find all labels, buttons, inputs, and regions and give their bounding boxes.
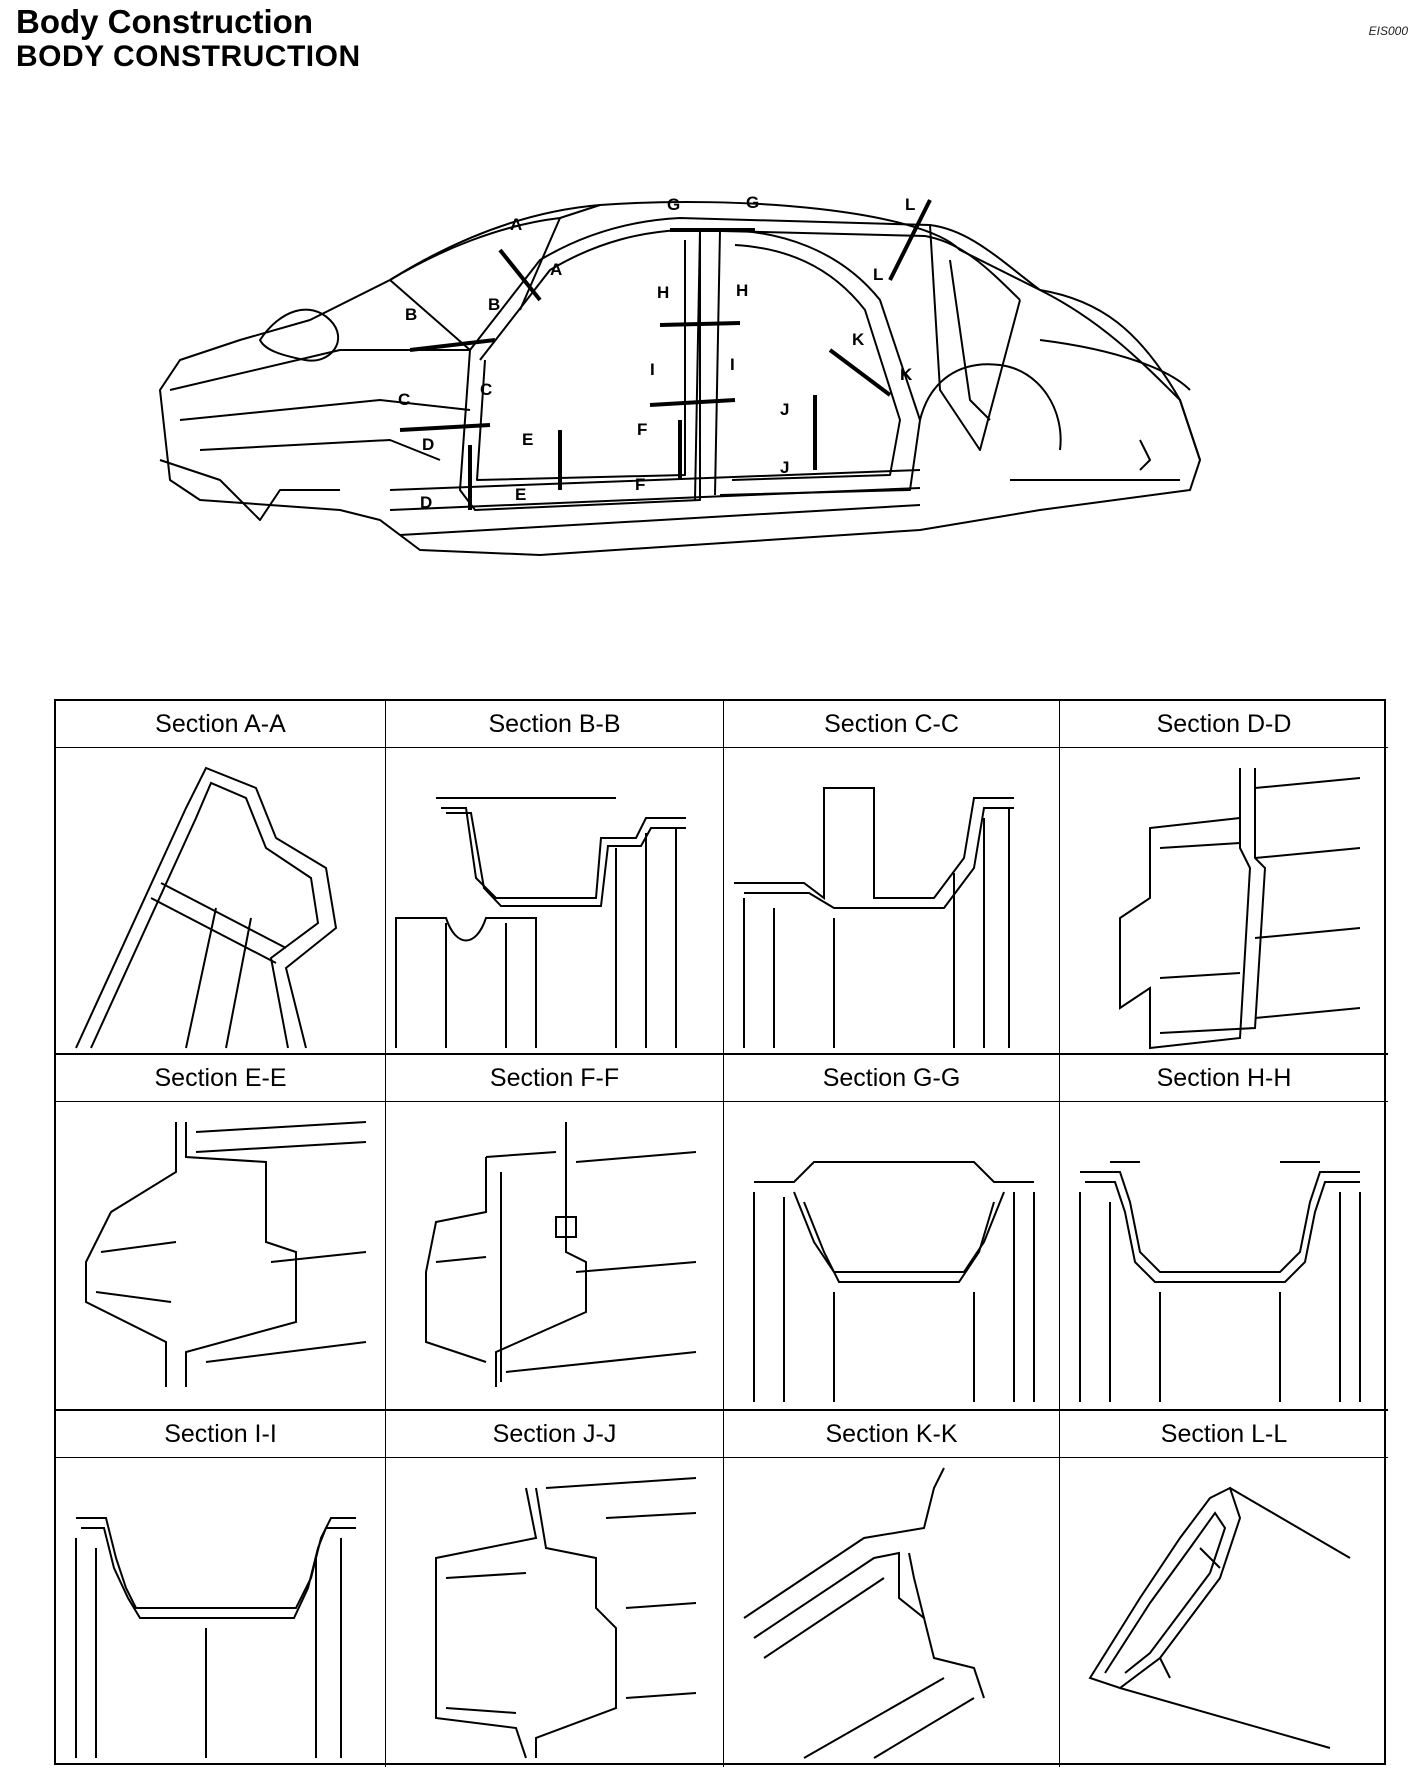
section-cell-f: Section F-F — [386, 1055, 724, 1411]
section-label-i: Section I-I — [56, 1411, 385, 1458]
section-cell-i: Section I-I — [56, 1411, 386, 1767]
section-drawing-f — [425, 1122, 697, 1387]
section-drawing-d — [1119, 768, 1361, 1050]
car-body-diagram: A A B B C C D D E E F F G G H H I I J J … — [159, 193, 1201, 556]
section-drawing-g — [753, 1161, 1035, 1402]
callout-c-2: C — [480, 380, 492, 399]
section-label-a: Section A-A — [56, 701, 385, 748]
callout-i-2: I — [730, 355, 735, 374]
section-drawing-e — [85, 1121, 367, 1387]
callout-b-2: B — [488, 295, 500, 314]
section-label-f: Section F-F — [386, 1055, 723, 1102]
section-cell-a: Section A-A — [56, 701, 386, 1055]
section-drawing-k — [743, 1467, 985, 1759]
section-label-c: Section C-C — [724, 701, 1059, 748]
section-drawing-h — [1079, 1161, 1361, 1402]
section-cell-e: Section E-E — [56, 1055, 386, 1411]
section-label-g: Section G-G — [724, 1055, 1059, 1102]
callout-k-1: K — [852, 330, 865, 349]
callout-g-2: G — [746, 193, 759, 212]
section-drawing-c — [734, 787, 1014, 1048]
callout-j-1: J — [780, 400, 789, 419]
callout-h-2: H — [736, 281, 748, 300]
section-label-k: Section K-K — [724, 1411, 1059, 1458]
callout-c-1: C — [398, 390, 410, 409]
callout-a-1: A — [510, 215, 522, 234]
section-drawing-j — [435, 1477, 697, 1759]
section-cell-j: Section J-J — [386, 1411, 724, 1767]
callout-l-2: L — [873, 265, 883, 284]
section-drawing-b — [395, 797, 686, 1048]
section-label-e: Section E-E — [56, 1055, 385, 1102]
section-label-b: Section B-B — [386, 701, 723, 748]
callout-k-2: K — [900, 365, 913, 384]
sections-grid: Section A-A Section B-B Section C-C — [54, 699, 1388, 1767]
section-cell-b: Section B-B — [386, 701, 724, 1055]
callout-l-1: L — [905, 195, 915, 214]
page-title: Body Construction — [16, 3, 313, 40]
section-cell-l: Section L-L — [1060, 1411, 1388, 1767]
section-label-h: Section H-H — [1060, 1055, 1388, 1102]
callout-h-1: H — [657, 283, 669, 302]
callout-a-2: A — [550, 260, 562, 279]
callout-f-1: F — [637, 420, 647, 439]
callout-e-1: E — [522, 430, 533, 449]
callout-f-2: F — [635, 475, 645, 494]
section-drawing-l — [1088, 1486, 1351, 1749]
callout-b-1: B — [405, 305, 417, 324]
section-cell-d: Section D-D — [1060, 701, 1388, 1055]
section-drawing-i — [75, 1517, 356, 1758]
callout-i-1: I — [650, 360, 655, 379]
document-code: EIS000 — [1368, 24, 1408, 38]
callout-j-2: J — [780, 458, 789, 477]
callout-g-1: G — [667, 195, 680, 214]
section-cell-k: Section K-K — [724, 1411, 1060, 1767]
section-label-d: Section D-D — [1060, 701, 1388, 748]
section-drawing-a — [75, 766, 338, 1049]
callout-d-1: D — [422, 435, 434, 454]
section-label-l: Section L-L — [1060, 1411, 1388, 1458]
section-cell-h: Section H-H — [1060, 1055, 1388, 1411]
section-cell-g: Section G-G — [724, 1055, 1060, 1411]
callout-d-2: D — [420, 493, 432, 512]
callout-e-2: E — [515, 485, 526, 504]
section-label-j: Section J-J — [386, 1411, 723, 1458]
page-subtitle: BODY CONSTRUCTION — [16, 40, 361, 73]
section-cell-c: Section C-C — [724, 701, 1060, 1055]
